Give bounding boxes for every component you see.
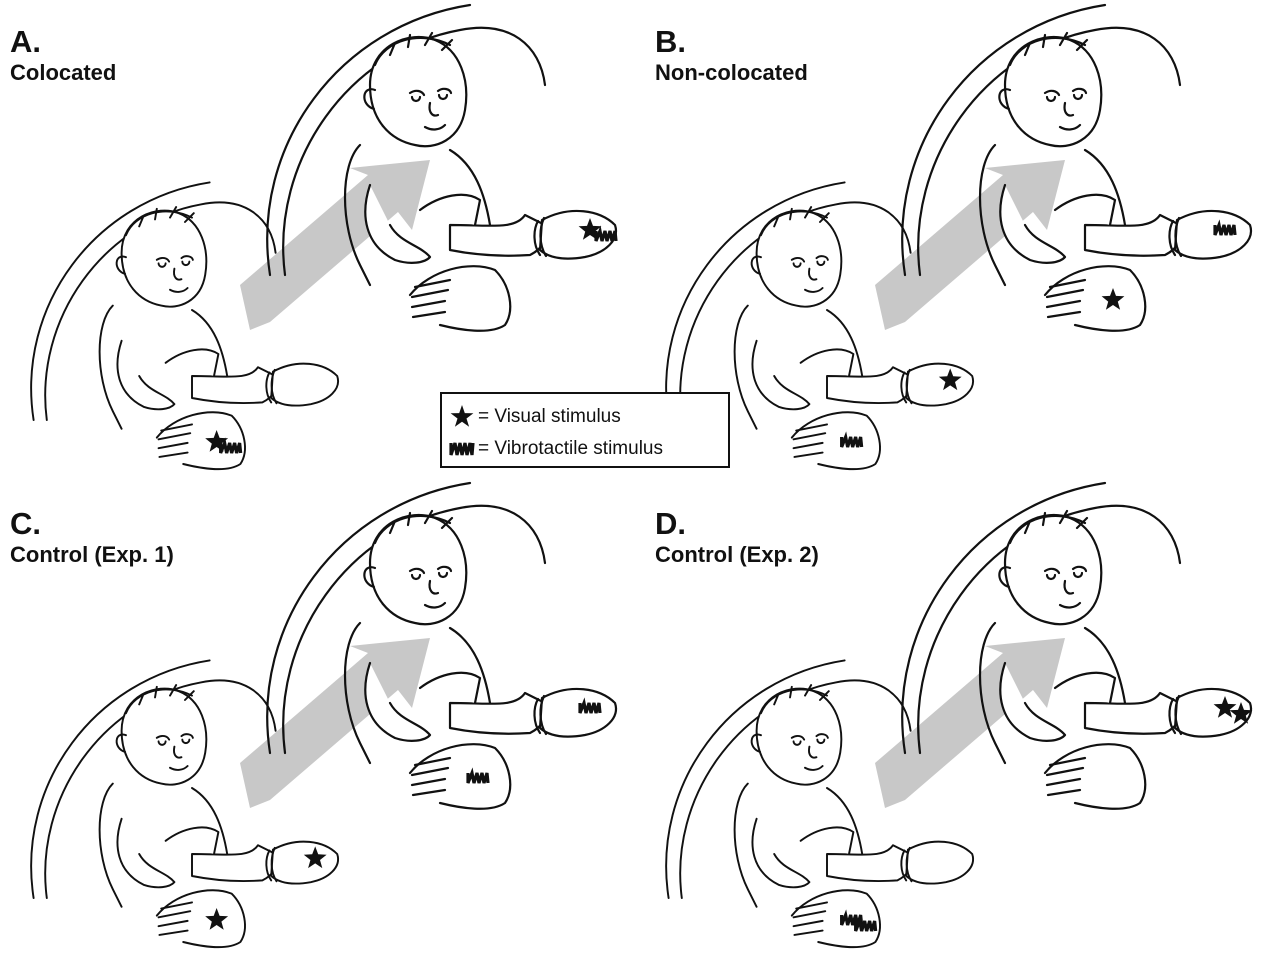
holding-hand xyxy=(792,412,880,469)
knee xyxy=(166,827,219,854)
holding-hand xyxy=(157,890,245,947)
foot-sock xyxy=(540,689,616,737)
panel-title: Non-colocated xyxy=(655,60,808,86)
holding-hand xyxy=(1045,744,1145,809)
panel-letter: A. xyxy=(10,24,41,60)
legend-visual-label: = Visual stimulus xyxy=(478,406,621,428)
knee xyxy=(1055,195,1115,225)
vibration-icon xyxy=(448,435,476,463)
arm xyxy=(752,341,809,409)
front-infant xyxy=(31,660,338,947)
holding-hand xyxy=(410,266,510,331)
panel-d: D. Control (Exp. 2) xyxy=(635,478,1269,955)
panel-letter: C. xyxy=(10,506,41,542)
holding-hand xyxy=(792,890,880,947)
legend-vibro-label: = Vibrotactile stimulus xyxy=(478,438,663,460)
arm xyxy=(117,341,174,409)
foot-sock xyxy=(271,842,338,884)
back-infant xyxy=(902,5,1251,331)
arm xyxy=(752,819,809,887)
panel-letter: B. xyxy=(655,24,686,60)
panel-letter: D. xyxy=(655,506,686,542)
panel-title: Colocated xyxy=(10,60,116,86)
knee xyxy=(166,349,219,376)
back-infant xyxy=(267,5,616,331)
knee xyxy=(801,349,854,376)
knee xyxy=(420,673,480,703)
holding-hand xyxy=(157,412,245,469)
star-icon xyxy=(448,403,476,431)
front-infant xyxy=(31,182,338,469)
knee xyxy=(801,827,854,854)
legend-box: = Visual stimulus = Vibrotactile stimulu… xyxy=(440,392,730,468)
holding-hand xyxy=(1045,266,1145,331)
front-infant xyxy=(666,660,973,947)
knee xyxy=(1055,673,1115,703)
knee xyxy=(420,195,480,225)
arm xyxy=(117,819,174,887)
holding-hand xyxy=(410,744,510,809)
legend-visual-row: = Visual stimulus xyxy=(448,402,621,432)
foot-sock xyxy=(906,364,973,406)
back-infant xyxy=(902,483,1251,809)
panel-title: Control (Exp. 2) xyxy=(655,542,819,568)
panel-c: C. Control (Exp. 1) xyxy=(0,478,634,955)
back-infant xyxy=(267,483,616,809)
legend-vibro-row: = Vibrotactile stimulus xyxy=(448,434,663,464)
foot-sock xyxy=(906,842,973,884)
foot-sock xyxy=(271,364,338,406)
panel-b: B. Non-colocated xyxy=(635,0,1269,477)
panel-title: Control (Exp. 1) xyxy=(10,542,174,568)
foot-sock xyxy=(1175,211,1251,259)
